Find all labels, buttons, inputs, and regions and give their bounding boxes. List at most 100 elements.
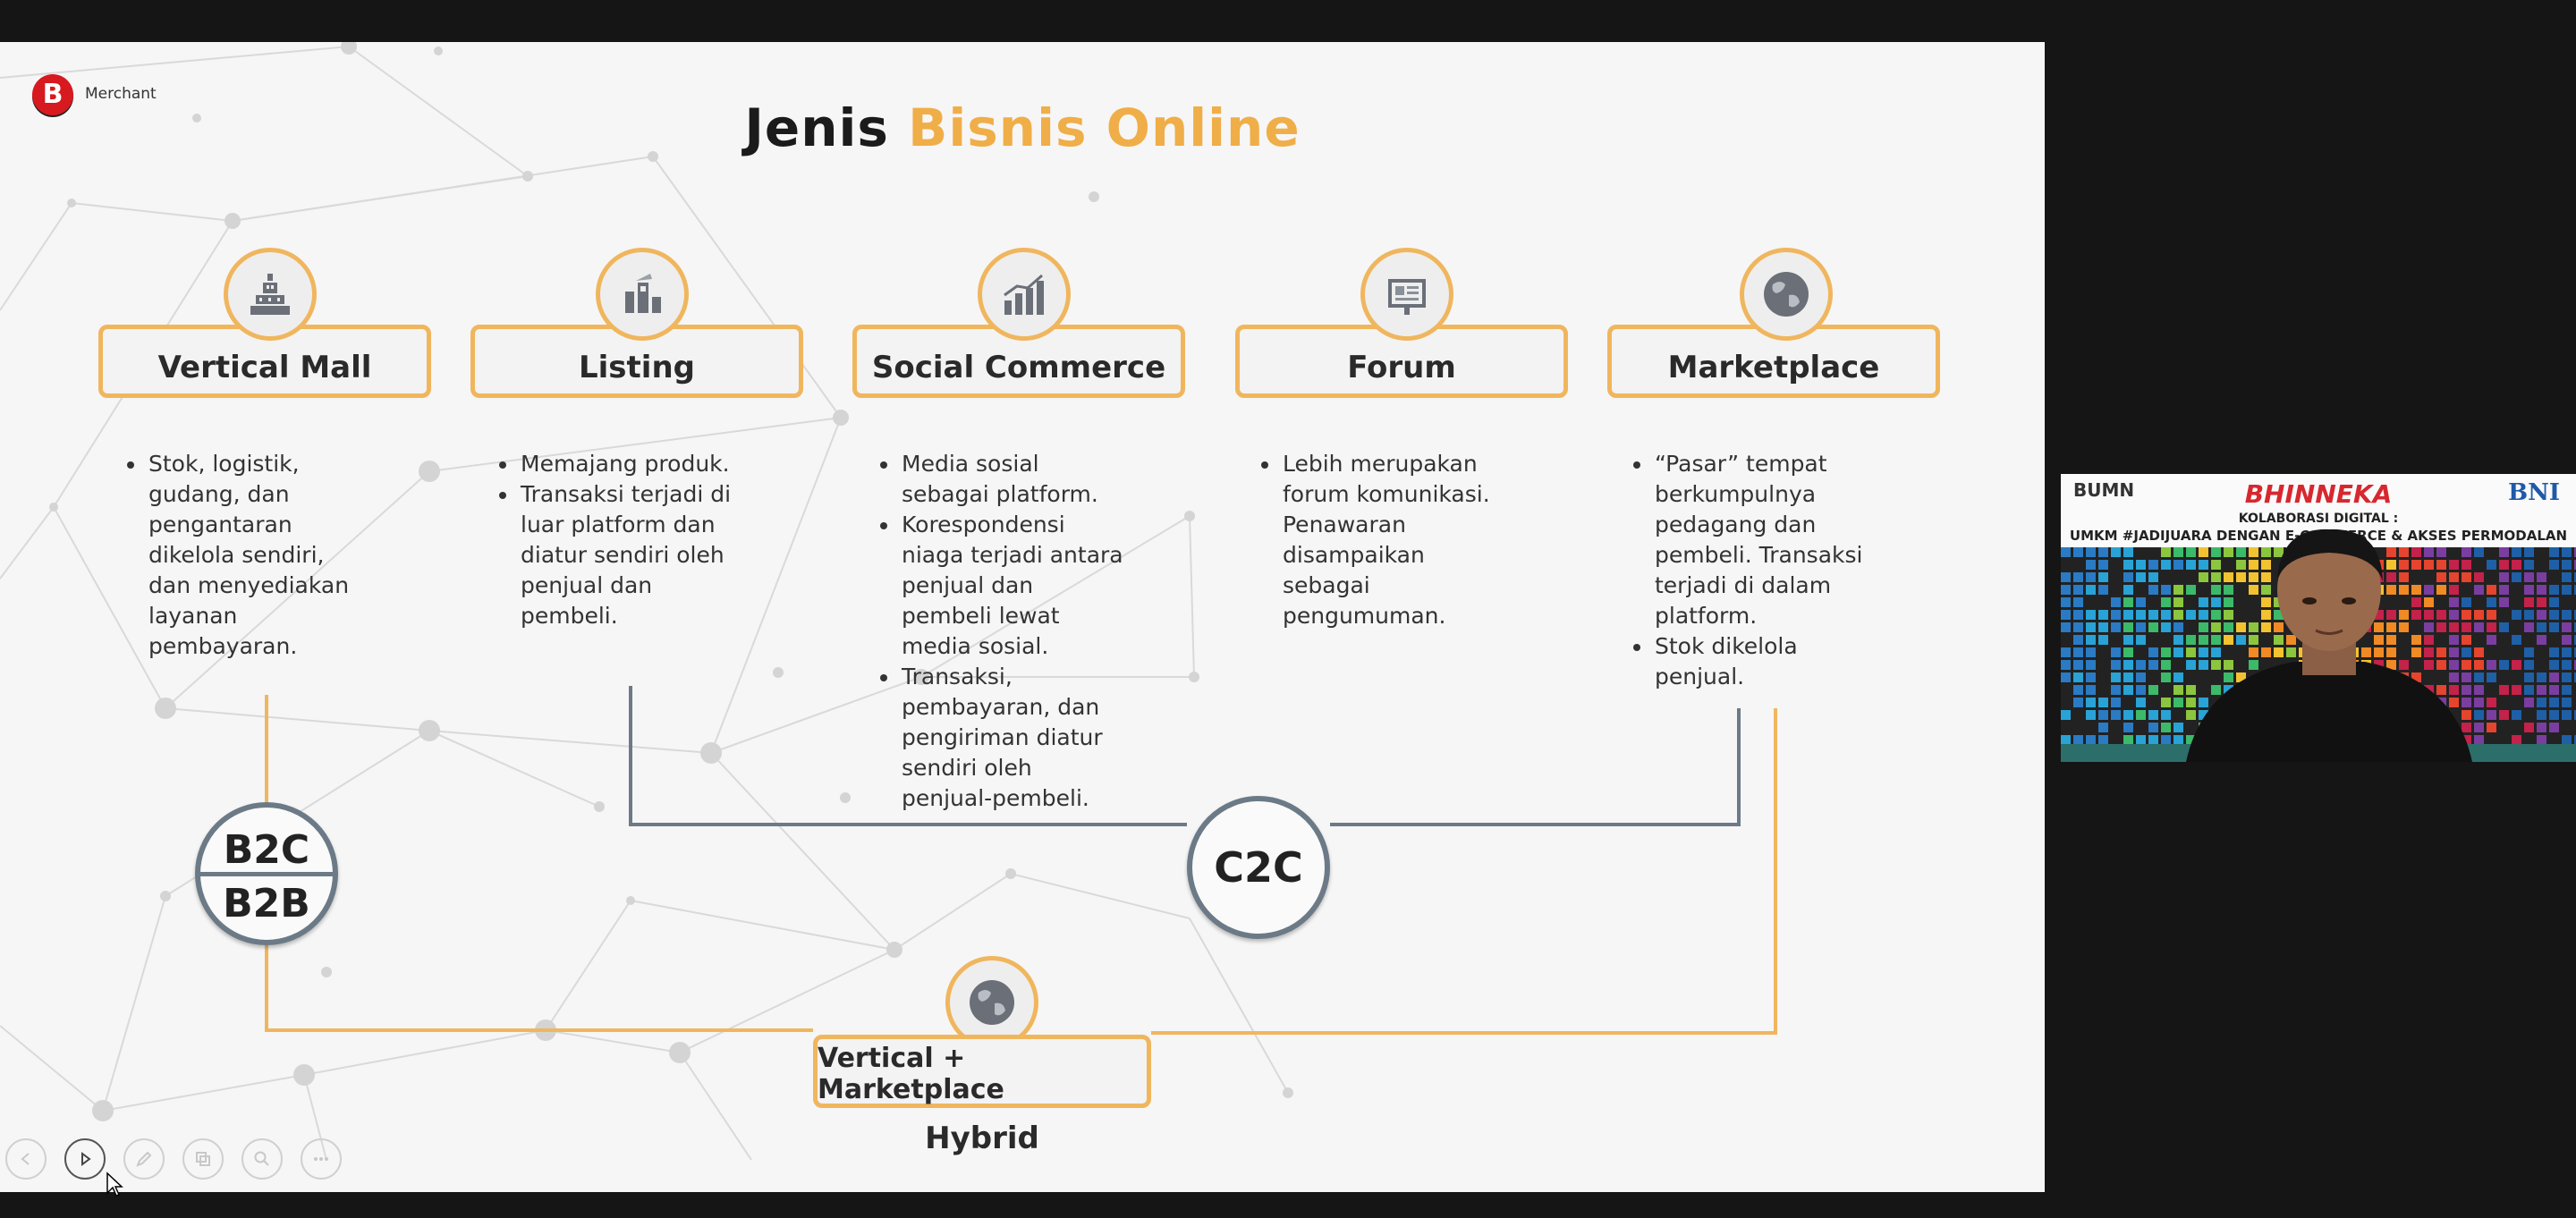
mosaic-tile [2174, 735, 2183, 745]
mosaic-tile [2098, 698, 2108, 707]
mosaic-tile [2462, 635, 2471, 645]
mosaic-tile [2487, 622, 2496, 632]
mosaic-tile [2424, 585, 2434, 595]
mosaic-tile [2374, 647, 2384, 657]
mosaic-tile [2061, 660, 2071, 670]
mosaic-tile [2499, 547, 2509, 557]
mosaic-tile [2136, 660, 2146, 670]
hybrid-card: Vertical + Marketplace [813, 1035, 1151, 1108]
mosaic-tile [2123, 622, 2133, 632]
mosaic-tile [2186, 660, 2196, 670]
mosaic-tile [2436, 685, 2446, 695]
mosaic-tile [2524, 622, 2534, 632]
mosaic-tile [2549, 560, 2559, 570]
mosaic-tile [2549, 610, 2559, 620]
category-label: Marketplace [1667, 350, 1880, 385]
mosaic-tile [2487, 610, 2496, 620]
description-forum: Lebih merupakan forum komunikasi. Penawa… [1238, 449, 1506, 631]
mosaic-tile [2449, 572, 2459, 582]
mosaic-tile [2462, 660, 2471, 670]
mosaic-tile [2211, 572, 2221, 582]
mosaic-tile [2186, 698, 2196, 707]
mosaic-tile [2161, 660, 2171, 670]
mosaic-tile [2386, 572, 2396, 582]
mosaic-tile [2562, 710, 2572, 720]
mosaic-tile [2199, 560, 2208, 570]
mosaic-tile [2462, 622, 2471, 632]
mosaic-tile [2261, 572, 2271, 582]
mosaic-tile [2186, 560, 2196, 570]
mosaic-tile [2123, 572, 2133, 582]
bumn-logo: BUMN [2073, 479, 2135, 501]
mosaic-tile [2161, 547, 2171, 557]
mosaic-tile [2086, 698, 2096, 707]
magnifier-icon [254, 1151, 269, 1166]
mosaic-tile [2261, 597, 2271, 607]
mosaic-tile [2161, 710, 2171, 720]
next-slide-button[interactable] [64, 1138, 106, 1180]
mosaic-tile [2462, 698, 2471, 707]
mosaic-tile [2499, 710, 2509, 720]
mosaic-tile [2111, 610, 2121, 620]
mosaic-tile [2136, 597, 2146, 607]
mosaic-tile [2061, 610, 2071, 620]
mosaic-tile [2111, 597, 2121, 607]
mosaic-tile [2161, 610, 2171, 620]
mosaic-tile [2148, 585, 2158, 595]
mosaic-tile [2249, 560, 2258, 570]
mosaic-tile [2098, 723, 2108, 732]
mosaic-tile [2449, 560, 2459, 570]
mosaic-tile [2424, 597, 2434, 607]
mosaic-tile [2061, 547, 2071, 557]
slides-view-button[interactable] [182, 1138, 224, 1180]
mosaic-tile [2098, 572, 2108, 582]
zoom-button[interactable] [242, 1138, 283, 1180]
mosaic-tile [2148, 735, 2158, 745]
mosaic-tile [2562, 698, 2572, 707]
mosaic-tile [2462, 572, 2471, 582]
bullet: Lebih merupakan forum komunikasi. Penawa… [1281, 449, 1506, 631]
mosaic-tile [2123, 660, 2133, 670]
previous-slide-button[interactable] [5, 1138, 47, 1180]
mosaic-tile [2161, 647, 2171, 657]
mosaic-tile [2224, 660, 2233, 670]
mosaic-tile [2474, 685, 2484, 695]
mosaic-tile [2161, 672, 2171, 682]
mosaic-tile [2136, 560, 2146, 570]
more-options-button[interactable] [301, 1138, 342, 1180]
pen-tool-button[interactable] [123, 1138, 165, 1180]
mosaic-tile [2487, 585, 2496, 595]
mosaic-tile [2562, 647, 2572, 657]
mosaic-tile [2236, 672, 2246, 682]
mosaic-tile [2073, 635, 2083, 645]
mosaic-tile [2386, 647, 2396, 657]
mosaic-tile [2174, 622, 2183, 632]
mosaic-tile [2161, 585, 2171, 595]
mosaic-tile [2562, 585, 2572, 595]
mosaic-tile [2474, 672, 2484, 682]
mosaic-tile [2386, 635, 2396, 645]
mosaic-tile [2061, 585, 2071, 595]
category-label: Vertical Mall [157, 350, 372, 385]
mosaic-tile [2386, 660, 2396, 670]
background-network-pattern [0, 42, 1293, 1161]
mosaic-tile [2123, 635, 2133, 645]
mosaic-tile [2261, 585, 2271, 595]
mosaic-tile [2574, 735, 2576, 745]
mosaic-tile [2111, 672, 2121, 682]
mosaic-tile [2449, 698, 2459, 707]
banner-subtitle-1: KOLABORASI DIGITAL : [2238, 512, 2399, 526]
mosaic-tile [2136, 572, 2146, 582]
mosaic-tile [2399, 560, 2409, 570]
mosaic-tile [2462, 547, 2471, 557]
mosaic-tile [2061, 622, 2071, 632]
mosaic-tile [2211, 560, 2221, 570]
mosaic-tile [2098, 560, 2108, 570]
mosaic-tile [2249, 660, 2258, 670]
mosaic-tile [2199, 547, 2208, 557]
mosaic-tile [2487, 597, 2496, 607]
mosaic-tile [2161, 723, 2171, 732]
mosaic-tile [2073, 572, 2083, 582]
mosaic-tile [2061, 735, 2071, 745]
mosaic-tile [2462, 610, 2471, 620]
